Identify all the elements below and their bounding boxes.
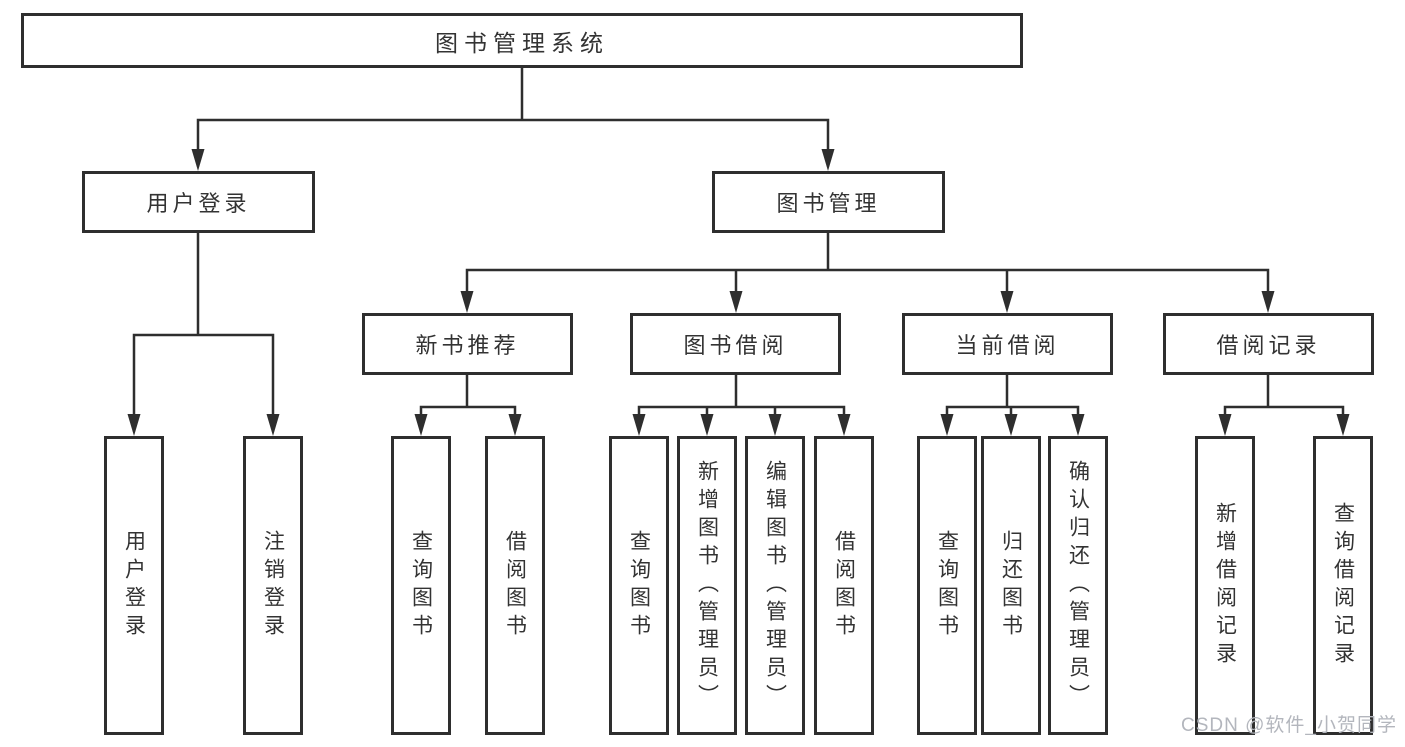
edge-book-management-branch xyxy=(465,231,1270,309)
leaf-add-borrow-record: 新增借阅记录 xyxy=(1195,436,1255,735)
arrowhead xyxy=(127,414,141,436)
arrowhead xyxy=(1004,414,1018,436)
arrowhead xyxy=(1071,414,1085,436)
leaf-user-login: 用户登录 xyxy=(104,436,164,735)
edge-borrowing-records-branch xyxy=(1223,373,1345,432)
node-new-book-recommendation: 新书推荐 xyxy=(362,313,573,375)
edge-root-to-level2 xyxy=(196,66,830,167)
arrowhead xyxy=(768,414,782,436)
arrowhead xyxy=(191,149,205,171)
arrowhead xyxy=(508,414,522,436)
leaf-borrow-books-borrowing: 借阅图书 xyxy=(814,436,874,735)
leaf-borrow-books-recommend: 借阅图书 xyxy=(485,436,545,735)
leaf-return-book: 归还图书 xyxy=(981,436,1041,735)
leaf-confirm-return-admin: 确认归还（管理员） xyxy=(1048,436,1108,735)
arrowhead xyxy=(1336,414,1350,436)
node-library-system: 图书管理系统 xyxy=(21,13,1023,68)
arrowhead xyxy=(266,414,280,436)
csdn-watermark: CSDN @软件_小贺同学 xyxy=(1181,715,1397,736)
edge-book-borrowing-branch xyxy=(637,373,846,432)
leaf-query-books-recommend: 查询图书 xyxy=(391,436,451,735)
arrowhead xyxy=(1261,291,1275,313)
edge-new-book-branch xyxy=(419,373,517,432)
arrowhead xyxy=(837,414,851,436)
node-borrowing-records: 借阅记录 xyxy=(1163,313,1374,375)
leaf-query-books-current: 查询图书 xyxy=(917,436,977,735)
arrowhead xyxy=(632,414,646,436)
arrowhead xyxy=(821,149,835,171)
leaf-query-books-borrowing: 查询图书 xyxy=(609,436,669,735)
node-user-login: 用户登录 xyxy=(82,171,315,233)
edge-user-login-branch xyxy=(132,231,275,432)
arrowhead xyxy=(414,414,428,436)
arrowhead xyxy=(700,414,714,436)
leaf-add-book-admin: 新增图书（管理员） xyxy=(677,436,737,735)
leaf-query-borrow-record: 查询借阅记录 xyxy=(1313,436,1373,735)
leaf-logout: 注销登录 xyxy=(243,436,303,735)
node-book-borrowing: 图书借阅 xyxy=(630,313,841,375)
arrowhead xyxy=(1218,414,1232,436)
arrowhead xyxy=(729,291,743,313)
arrowhead xyxy=(1000,291,1014,313)
leaf-edit-book-admin: 编辑图书（管理员） xyxy=(745,436,805,735)
arrowhead xyxy=(460,291,474,313)
node-book-management: 图书管理 xyxy=(712,171,945,233)
node-current-borrowing: 当前借阅 xyxy=(902,313,1113,375)
arrowhead xyxy=(940,414,954,436)
arrowheads xyxy=(127,149,1350,436)
